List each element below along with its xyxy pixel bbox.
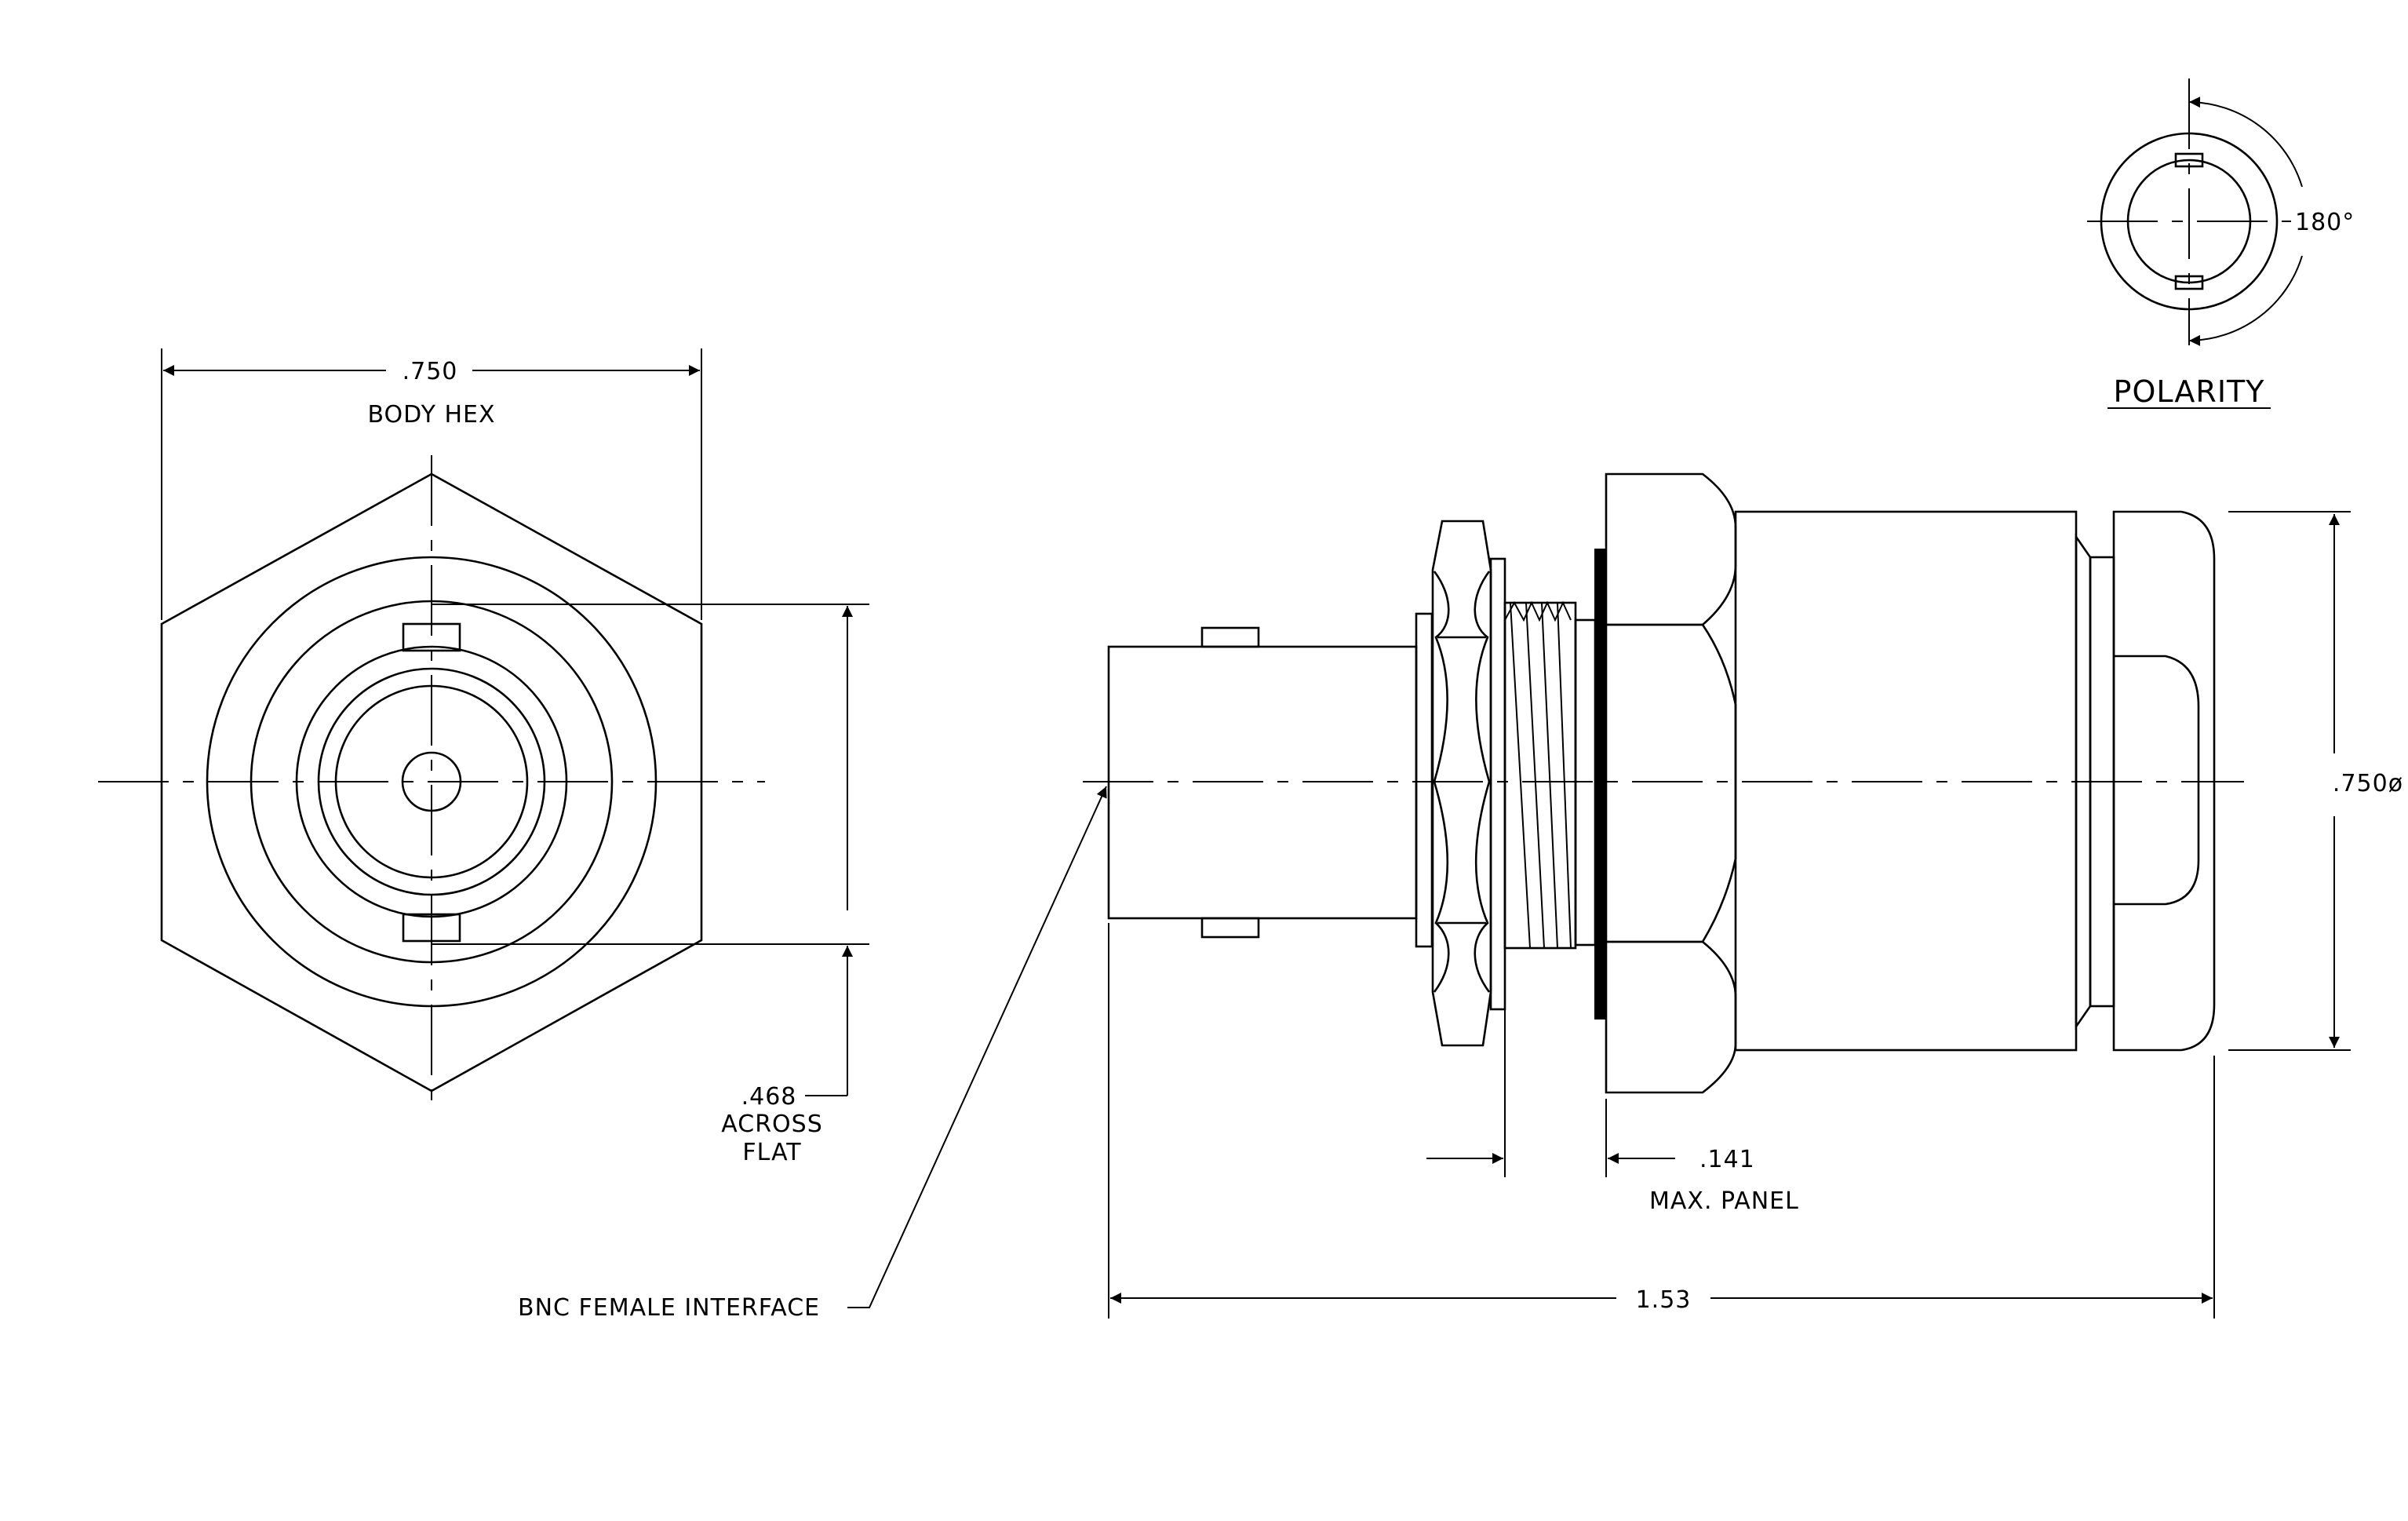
max-panel-label: MAX. PANEL bbox=[1649, 1187, 1799, 1215]
polarity-angle: 180° bbox=[2295, 209, 2355, 236]
max-panel-value: .141 bbox=[1699, 1146, 1755, 1173]
front-view: .750 BODY HEX .468 ACROSS FLAT bbox=[98, 348, 869, 1166]
interface-label: BNC FEMALE INTERFACE bbox=[518, 1294, 820, 1322]
body-hex-label: BODY HEX bbox=[367, 401, 495, 429]
across-flat-line1: ACROSS bbox=[721, 1111, 823, 1138]
across-flat-value: .468 bbox=[741, 1083, 797, 1111]
polarity-title: POLARITY bbox=[2114, 374, 2265, 409]
side-view: .750ø .141 MAX. PANEL 1.53 BNC FEMALE IN… bbox=[518, 472, 2403, 1322]
overall-length: 1.53 bbox=[1636, 1286, 1692, 1314]
diameter-label: .750ø bbox=[2333, 770, 2403, 797]
polarity-view: 180° POLARITY bbox=[2087, 78, 2355, 409]
across-flat-line2: FLAT bbox=[742, 1139, 801, 1166]
body-hex-value: .750 bbox=[403, 358, 458, 385]
